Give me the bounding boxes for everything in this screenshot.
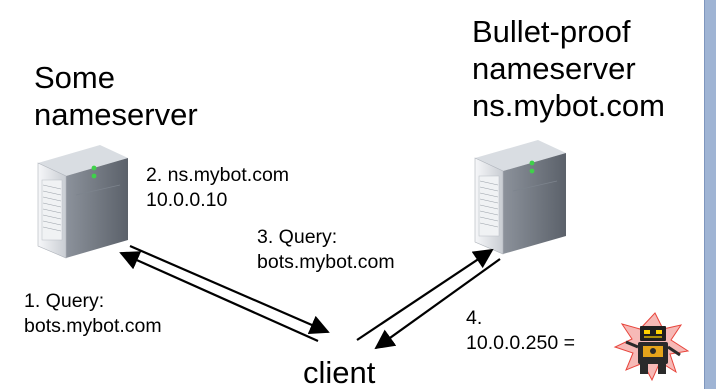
left-server-label: Some nameserver (34, 60, 198, 132)
step-4-label: 4. 10.0.0.250 = (466, 307, 575, 354)
step-1-label: 1. Query: bots.mybot.com (24, 290, 162, 337)
robot-icon (613, 312, 690, 382)
client-label: client (303, 355, 376, 390)
step-2-label: 2. ns.mybot.com 10.0.0.10 (146, 164, 290, 211)
server-tower-icon (37, 145, 128, 259)
arrow-reply-to-client (129, 244, 330, 334)
arrow-query-to-nameserver (119, 251, 319, 343)
arrow-query-to-bulletproof (356, 248, 494, 341)
scrollbar[interactable] (704, 0, 716, 389)
server-tower-icon (474, 140, 566, 255)
step-3-label: 3. Query: bots.mybot.com (257, 226, 395, 273)
arrow-reply-from-bulletproof (374, 258, 501, 350)
right-server-label: Bullet-proof nameserver ns.mybot.com (472, 14, 665, 123)
